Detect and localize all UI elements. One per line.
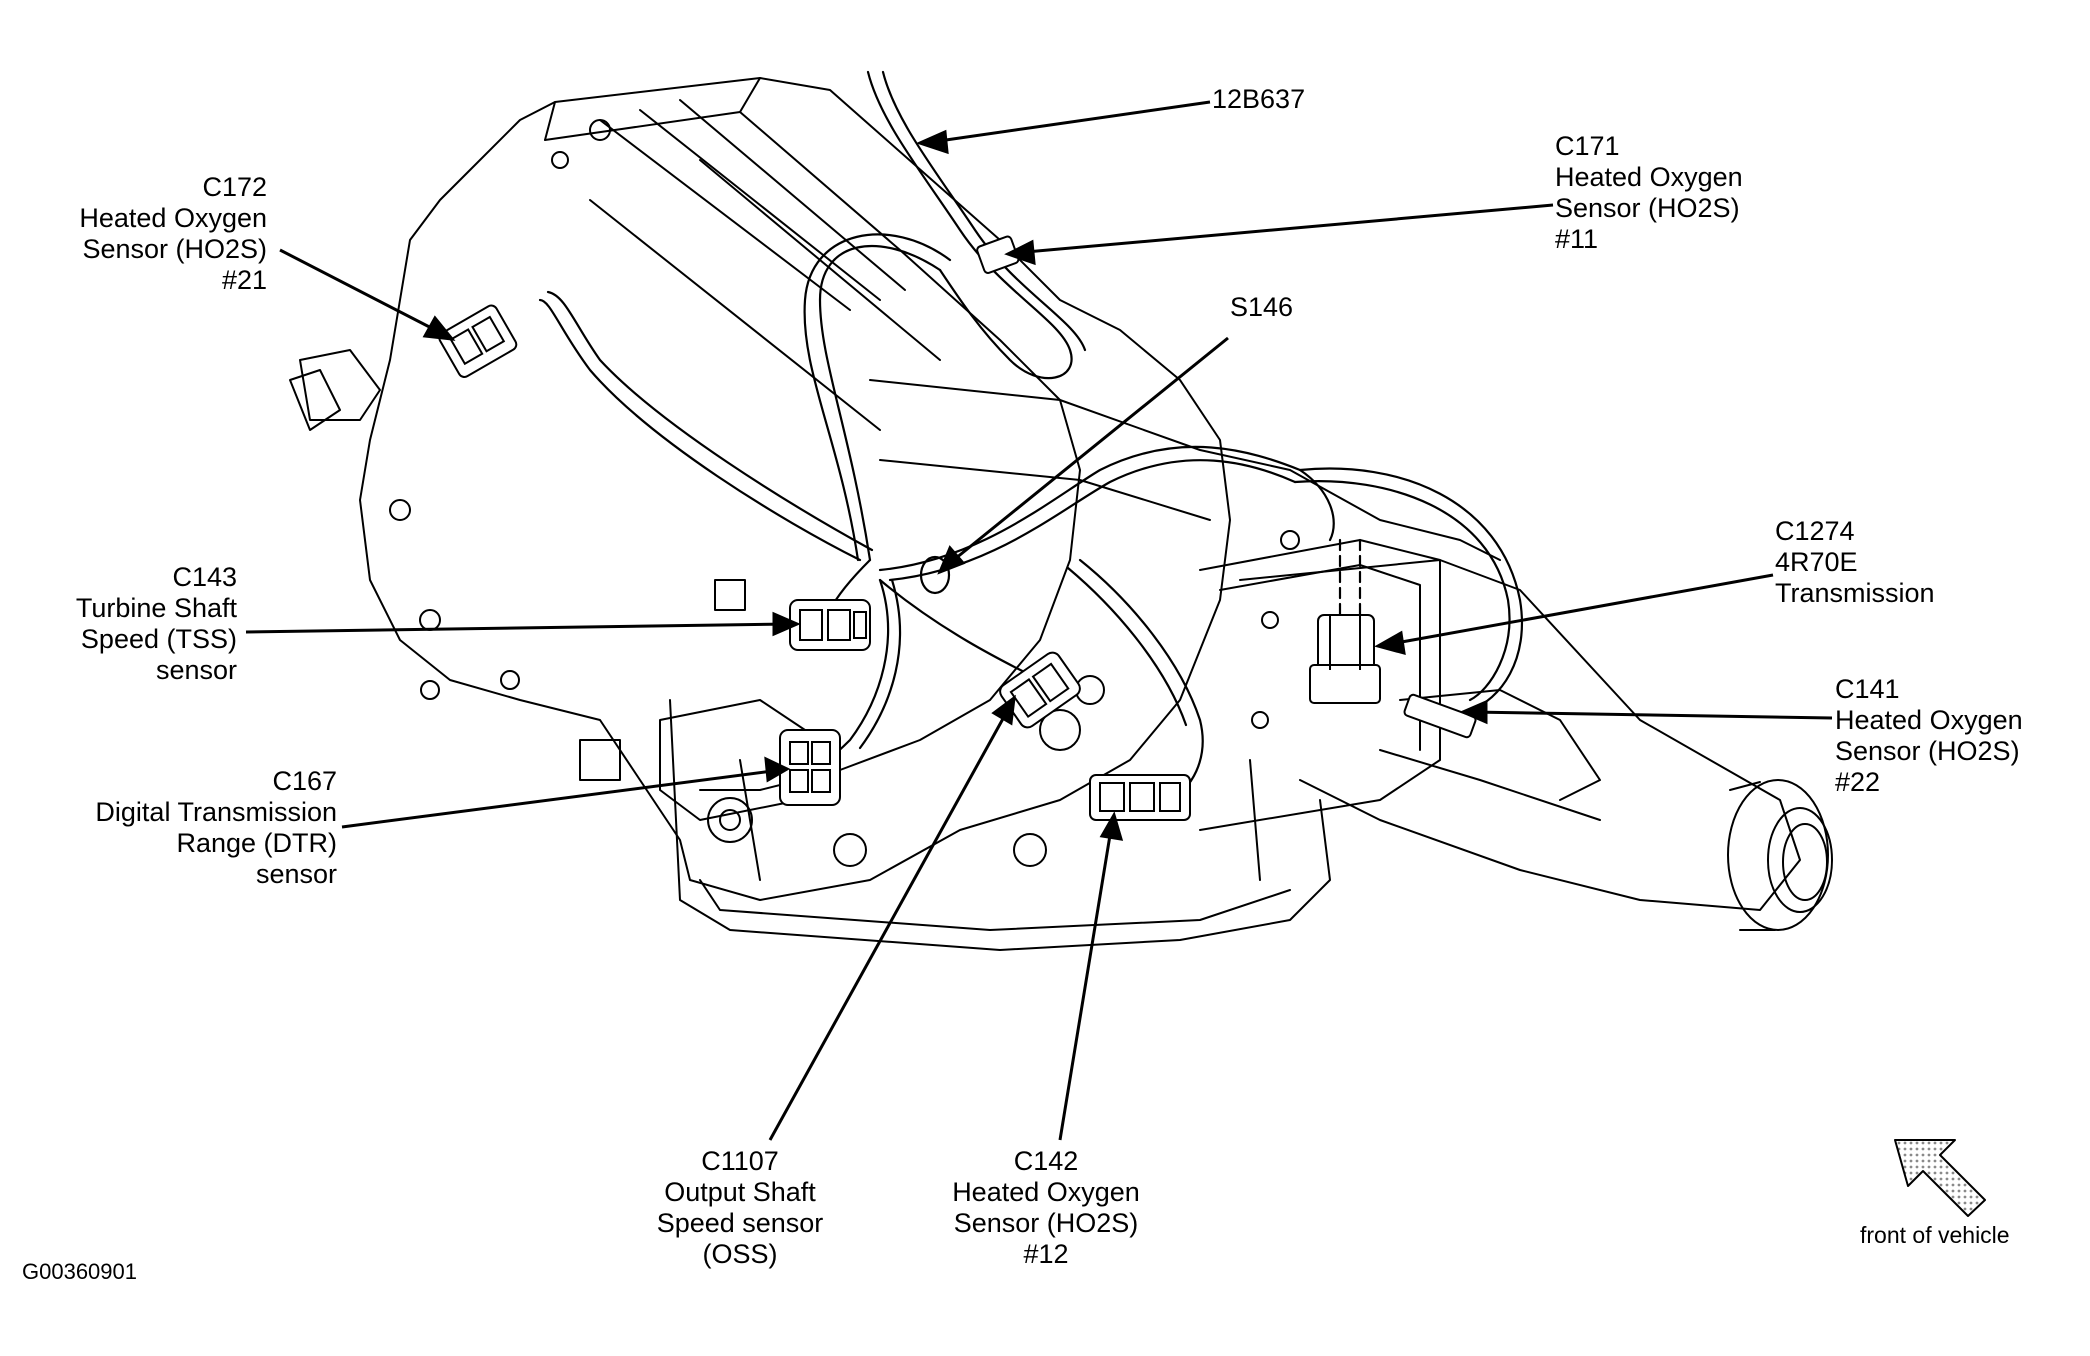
callout-line: Sensor (HO2S) — [953, 1208, 1139, 1238]
callout-line: Output Shaft — [664, 1177, 816, 1207]
connector-c172 — [438, 304, 518, 378]
callout-line: Heated Oxygen — [79, 203, 267, 233]
callout-c142: C142 Heated Oxygen Sensor (HO2S) #12 — [916, 1146, 1176, 1270]
connectors — [438, 235, 1477, 821]
callout-code: C172 — [202, 172, 267, 202]
callout-c141: C141 Heated Oxygen Sensor (HO2S) #22 — [1835, 674, 2023, 798]
callout-s146: S146 — [1230, 292, 1293, 323]
callout-code: 12B637 — [1212, 84, 1306, 114]
callout-c143: C143 Turbine Shaft Speed (TSS) sensor — [76, 562, 237, 686]
connector-c171 — [976, 235, 1020, 274]
callout-c167: C167 Digital Transmission Range (DTR) se… — [95, 766, 337, 890]
callout-line: #22 — [1835, 767, 1881, 797]
connector-c1274 — [1309, 614, 1381, 704]
connector-c141 — [1403, 693, 1477, 739]
callout-line: Heated Oxygen — [1835, 705, 2023, 735]
callout-code: C1274 — [1775, 516, 1855, 546]
callout-line: Sensor (HO2S) — [82, 234, 267, 264]
callout-line: Digital Transmission — [95, 797, 337, 827]
transmission-housing — [289, 77, 1833, 951]
connector-c142 — [1089, 774, 1191, 821]
callout-line: sensor — [155, 655, 237, 685]
connector-c143 — [789, 599, 871, 651]
front-of-vehicle-arrow — [1894, 1139, 1986, 1217]
wiring-harness — [538, 70, 1523, 802]
callout-line: (OSS) — [702, 1239, 778, 1269]
callout-code: C167 — [272, 766, 337, 796]
leader-lines — [245, 100, 1833, 1141]
callout-code: S146 — [1230, 292, 1294, 322]
callout-line: #12 — [1023, 1239, 1069, 1269]
callout-line: #21 — [221, 265, 267, 295]
callout-code: C141 — [1835, 674, 1900, 704]
callout-line: Transmission — [1775, 578, 1935, 608]
callout-c1274: C1274 4R70E Transmission — [1775, 516, 1935, 609]
callout-line: sensor — [255, 859, 337, 889]
callout-code: C142 — [1013, 1146, 1079, 1176]
front-of-vehicle-label: front of vehicle — [1860, 1222, 2010, 1248]
callout-line: Range (DTR) — [176, 828, 337, 858]
callout-c172: C172 Heated Oxygen Sensor (HO2S) #21 — [79, 172, 267, 296]
callout-line: Speed sensor — [656, 1208, 824, 1238]
connector-c167 — [779, 729, 841, 806]
callout-line: #11 — [1555, 224, 1599, 254]
callout-line: Heated Oxygen — [1555, 162, 1743, 192]
callout-code: C143 — [172, 562, 237, 592]
callout-line: Heated Oxygen — [952, 1177, 1140, 1207]
callout-code: C1107 — [701, 1146, 779, 1176]
figure-id: G00360901 — [22, 1259, 137, 1284]
callout-c1107: C1107 Output Shaft Speed sensor (OSS) — [650, 1146, 830, 1270]
callout-line: Speed (TSS) — [80, 624, 237, 654]
callout-code: C171 — [1555, 131, 1620, 161]
callout-line: 4R70E — [1775, 547, 1858, 577]
callout-line: Sensor (HO2S) — [1555, 193, 1740, 223]
callout-c171: C171 Heated Oxygen Sensor (HO2S) #11 — [1555, 131, 1743, 255]
callout-12b637: 12B637 — [1212, 84, 1305, 115]
callout-line: Turbine Shaft — [75, 593, 237, 623]
callout-line: Sensor (HO2S) — [1835, 736, 2020, 766]
